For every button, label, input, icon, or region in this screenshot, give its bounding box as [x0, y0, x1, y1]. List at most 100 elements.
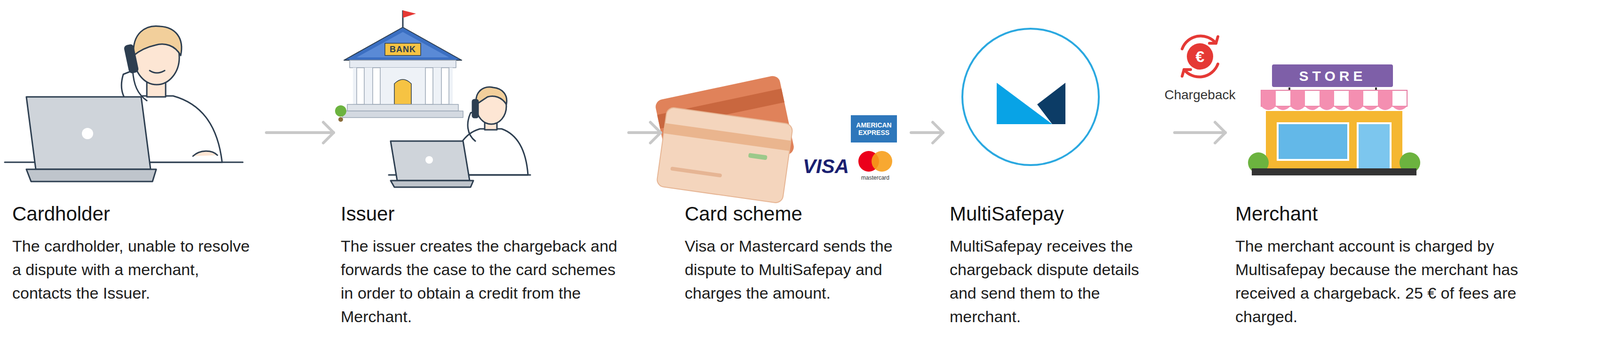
phone — [124, 44, 139, 73]
store-base — [1251, 168, 1417, 176]
hand — [192, 151, 218, 157]
column — [441, 67, 449, 105]
card-stripe — [663, 123, 791, 152]
flag — [402, 10, 416, 18]
roof-inner — [356, 32, 449, 58]
issuer-person — [388, 87, 531, 188]
label-holder: AMERICAN EXPRESS — [852, 121, 896, 137]
laptop-screen — [26, 96, 151, 170]
column — [356, 67, 365, 105]
awning-stripe — [1348, 90, 1364, 107]
card-scheme-illustration — [654, 74, 897, 204]
refresh-head — [1182, 69, 1191, 77]
refresh-head — [1209, 36, 1218, 44]
edge-label-holder: Chargeback — [1162, 87, 1238, 103]
step-column: Card schemeVisa or Mastercard sends the … — [663, 18, 909, 305]
step-heading: Card scheme — [684, 202, 909, 226]
step-heading: MultiSafepay — [949, 202, 1172, 226]
laptop-logo — [425, 156, 433, 164]
euro-icon — [1182, 36, 1218, 78]
store-window — [1277, 123, 1349, 160]
amex-logo — [850, 115, 897, 143]
wall — [352, 67, 453, 105]
arrow-shaft — [911, 131, 944, 135]
laptop-logo — [81, 128, 94, 140]
label-holder: BANK — [389, 44, 416, 55]
card-line — [670, 166, 722, 178]
laptop-base — [26, 169, 157, 182]
hair — [476, 87, 507, 105]
arrow-shaft — [1174, 131, 1226, 135]
awning-stripe — [1319, 90, 1335, 107]
awning — [1261, 90, 1408, 107]
step-description: The merchant account is charged by Multi… — [1235, 234, 1579, 329]
store-door — [1357, 123, 1391, 170]
card — [656, 106, 793, 204]
step-heading: Cardholder — [12, 202, 264, 226]
step — [347, 104, 459, 112]
step-description: Visa or Mastercard sends the dispute to … — [684, 234, 904, 305]
arrow-shaft — [266, 131, 334, 135]
flow-arrow — [628, 122, 661, 144]
logo-text: VISA — [802, 155, 849, 178]
logo-text: € — [1195, 47, 1205, 66]
step-column: IssuerThe issuer creates the chargeback … — [336, 18, 626, 329]
store-wall — [1265, 111, 1403, 170]
awning-scallop — [1261, 106, 1408, 111]
door — [394, 79, 412, 105]
mouth — [149, 70, 165, 73]
flow-arrow — [266, 122, 334, 144]
pot — [338, 117, 344, 122]
phone — [472, 99, 479, 118]
logo-text: BANK — [389, 44, 416, 55]
logo-circle — [962, 28, 1099, 166]
roof — [344, 27, 462, 61]
arrow-shaft — [628, 131, 661, 135]
front-card — [656, 106, 793, 204]
hair — [133, 25, 182, 56]
awning-stripe — [1261, 90, 1276, 107]
arrow-head — [650, 122, 661, 144]
step-heading: Merchant — [1235, 202, 1586, 226]
store-sign — [1272, 64, 1393, 88]
euro-coin — [1186, 43, 1214, 70]
label-holder: STORE — [1299, 67, 1367, 85]
arrow-head — [932, 122, 944, 144]
cardholder-illustration — [4, 25, 243, 182]
awning-stripe — [1377, 90, 1393, 107]
bank-sign — [384, 43, 421, 56]
label-holder: VISA — [802, 155, 849, 178]
edge-label: Chargeback — [1162, 87, 1238, 103]
step-description: MultiSafepay receives the chargeback dis… — [949, 234, 1169, 329]
step-column: MerchantThe merchant account is charged … — [1228, 18, 1586, 329]
card-chip — [748, 152, 768, 160]
step — [342, 111, 464, 118]
column — [425, 67, 433, 105]
flow-arrow — [1174, 122, 1226, 144]
store-illustration — [1248, 64, 1421, 176]
multisafepay-illustration — [962, 28, 1099, 166]
step-description: The cardholder, unable to resolve a disp… — [12, 234, 262, 305]
issuer-illustration — [335, 10, 531, 188]
logo-text: AMERICAN EXPRESS — [852, 121, 896, 137]
laptop-screen — [390, 141, 470, 181]
step-description: The issuer creates the chargeback and fo… — [340, 234, 624, 329]
arrow-head — [1215, 122, 1226, 144]
step-column: CardholderThe cardholder, unable to reso… — [9, 18, 264, 305]
flow-arrow — [911, 122, 944, 144]
logo-text: mastercard — [861, 174, 890, 182]
mastercard-circle — [871, 151, 893, 172]
step-heading: Issuer — [340, 202, 626, 226]
label-holder: € — [1195, 47, 1205, 66]
logo-dark — [1037, 82, 1066, 125]
entablature — [349, 60, 456, 68]
step-column: MultiSafepayMultiSafepay receives the ch… — [945, 18, 1172, 329]
arrow-head — [323, 122, 334, 144]
awning-stripe — [1290, 90, 1305, 107]
laptop-base — [390, 180, 474, 188]
bush — [335, 105, 347, 117]
label-holder: mastercard — [861, 174, 890, 182]
column — [372, 67, 381, 105]
logo-text: STORE — [1299, 67, 1367, 85]
